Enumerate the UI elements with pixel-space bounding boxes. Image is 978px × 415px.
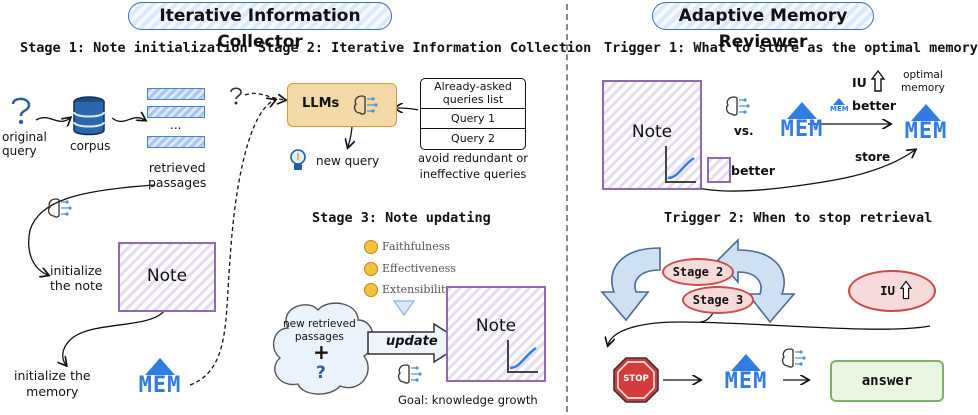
new-retrieved-label: new retrieved passages (283, 318, 356, 343)
mem-word: MEM (904, 119, 948, 144)
iu-label-trigger2: IU (880, 283, 896, 298)
better-label-top: better (852, 98, 897, 113)
criteria-item-effectiveness: Effectiveness (364, 262, 456, 276)
up-arrow-icon (899, 280, 913, 300)
mem-logo-stage1: MEM (130, 358, 190, 397)
criteria-item-faithfulness: Faithfulness (364, 240, 450, 254)
llms-box: LLMs (287, 83, 397, 127)
growth-curve-icon (665, 146, 696, 183)
brain-circuit-icon (353, 95, 378, 115)
llms-label: LLMs (302, 96, 340, 111)
already-asked-list: Already-asked queries list Query 1 Query… (420, 78, 526, 150)
stage2-title: Stage 2: Iterative Information Collectio… (258, 40, 592, 56)
passage-bar-1 (147, 88, 205, 100)
mem-small-word: MEM (830, 105, 849, 113)
question-mark-small-icon (230, 87, 242, 105)
mem-triangle-icon (731, 354, 761, 371)
mem-word: MEM (780, 117, 824, 142)
note-label: Note (631, 122, 673, 142)
mem-triangle-icon (911, 104, 941, 121)
brain-circuit-icon (47, 198, 72, 218)
funnel-triangle-icon (392, 300, 416, 317)
mem-word: MEM (724, 369, 768, 394)
original-query-label: original query (2, 130, 47, 158)
question-sign: ? (316, 363, 326, 383)
iu-pill: IU (848, 270, 936, 312)
stage2-pill: Stage 2 (662, 258, 734, 286)
brain-circuit-icon (397, 364, 422, 384)
mem-triangle-icon (145, 358, 175, 375)
smiley-icon (364, 283, 378, 297)
avoid-redundant-label: avoid redundant or ineffective queries (418, 151, 529, 181)
note-label: Note (475, 316, 517, 336)
mem-triangle-icon (833, 98, 845, 105)
answer-label: answer (861, 373, 913, 389)
note-label: Note (146, 266, 188, 286)
better-label-bottom: better (731, 163, 776, 178)
corpus-label: corpus (70, 139, 111, 153)
trigger1-title: Trigger 1: What to store as the optimal … (604, 40, 978, 56)
cloud-shape (272, 302, 374, 395)
growth-curve-icon (507, 340, 538, 373)
note-card-trigger1: Note (602, 80, 702, 190)
brain-circuit-icon (781, 348, 806, 368)
query-1-item: Query 1 (421, 109, 525, 129)
stop-sign-icon (613, 357, 659, 403)
already-asked-header: Already-asked queries list (421, 79, 525, 109)
question-mark-icon (11, 97, 31, 125)
update-label: update (386, 334, 438, 349)
initialize-note-label: initialize the note (50, 263, 103, 293)
smiley-icon (364, 240, 378, 254)
note-card-stage1: Note (118, 242, 216, 312)
stage1-title: Stage 1: Note initialization (20, 40, 248, 56)
trigger2-title: Trigger 2: When to stop retrieval (664, 210, 933, 226)
answer-box: answer (830, 360, 944, 402)
mem-logo-optimal: MEM (896, 104, 956, 143)
criteria-item-extensibility: Extensibility (364, 283, 452, 297)
passage-bar-2 (147, 106, 205, 118)
iu-label-trigger1: IU (852, 75, 867, 90)
plus-sign: + (313, 340, 330, 364)
mem-small-logo: MEM (830, 98, 849, 113)
new-query-label: new query (316, 154, 380, 168)
left-header: Iterative Information Collector (128, 2, 392, 52)
initialize-memory-label: initialize the memory (14, 368, 91, 399)
smiley-icon (364, 262, 378, 276)
mem-word: MEM (138, 373, 182, 398)
right-header: Adaptive Memory Reviewer (652, 2, 874, 52)
passages-ellipsis: ... (170, 118, 182, 132)
brain-circuit-icon (725, 96, 750, 116)
database-icon (73, 96, 105, 136)
optimal-memory-label: optimal memory (901, 69, 945, 94)
stage3-title: Stage 3: Note updating (312, 210, 491, 226)
query-2-item: Query 2 (451, 132, 495, 145)
retrieved-passages-label: retrieved passages (148, 160, 207, 190)
vs-label: vs. (734, 124, 754, 138)
note-card-stage3: Note (446, 286, 546, 382)
mem-logo-trigger1-left: MEM (772, 102, 832, 141)
section-divider (566, 4, 568, 412)
cycle-arrows-icon (600, 238, 796, 324)
mem-logo-trigger2: MEM (714, 354, 778, 393)
passage-bar-3 (147, 136, 205, 148)
stage3-pill: Stage 3 (682, 286, 754, 314)
lightbulb-icon (290, 149, 306, 170)
stop-label: STOP (623, 374, 649, 384)
goal-label: Goal: knowledge growth (398, 393, 538, 407)
store-label: store (855, 150, 891, 164)
small-note-icon (707, 157, 731, 183)
mem-triangle-icon (787, 102, 817, 119)
up-arrow-icon (870, 69, 886, 92)
